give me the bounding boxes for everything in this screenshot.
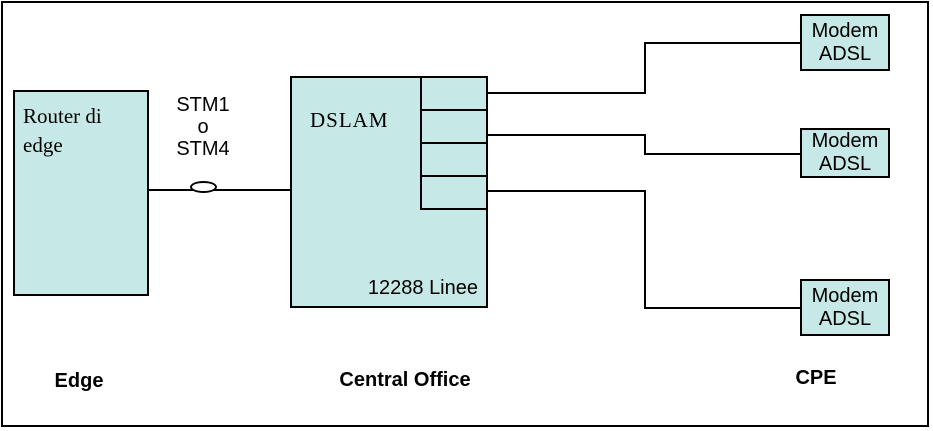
modem1-label-line1: Modem [811, 19, 879, 42]
stm-link-label-line2: o [197, 116, 209, 138]
wire-dslam-modem3-seg2 [644, 190, 646, 309]
modem2-label-line2: ADSL [818, 153, 872, 175]
wire-router-dslam [147, 189, 292, 191]
wire-dslam-modem3-seg3 [644, 307, 800, 309]
wire-dslam-modem2-seg3 [644, 153, 800, 155]
modem2-label-line1: Modem [811, 130, 879, 152]
wire-dslam-modem1-seg2 [644, 42, 646, 94]
modem-adsl-node-3: Modem ADSL [800, 279, 890, 336]
dslam-capacity-label: 12288 Linee [367, 277, 478, 299]
stm-link-label: STM1 o STM4 [160, 95, 246, 161]
wire-dslam-modem1-seg1 [486, 92, 646, 94]
modem3-label-line2: ADSL [818, 307, 872, 330]
router-label-line1: Router di [23, 104, 102, 128]
dslam-port-box-3 [420, 142, 488, 177]
modem-adsl-node-1: Modem ADSL [800, 14, 890, 71]
wire-dslam-modem3-seg1 [486, 190, 646, 192]
modem-adsl-node-2: Modem ADSL [800, 128, 890, 178]
dslam-port-box-4 [420, 175, 488, 210]
stm-link-label-line1: STM1 [176, 94, 230, 116]
wire-dslam-modem1-seg3 [644, 42, 800, 44]
dslam-port-box-1 [420, 76, 488, 111]
router-edge-node: Router di edge [13, 90, 149, 296]
modem3-label-line1: Modem [811, 284, 879, 307]
fiber-link-ellipse-icon [190, 181, 217, 193]
stm-link-label-line3: STM4 [176, 138, 230, 160]
wire-dslam-modem2-seg1 [486, 134, 646, 136]
router-label-line2: edge [23, 133, 63, 157]
zone-label-edge: Edge [54, 370, 104, 392]
modem1-label-line2: ADSL [818, 42, 872, 65]
dslam-port-box-2 [420, 109, 488, 144]
dslam-label: DSLAM [310, 108, 389, 132]
wire-dslam-modem2-seg2 [644, 134, 646, 155]
zone-label-cpe: CPE [795, 367, 837, 389]
zone-label-central-office: Central Office [339, 369, 471, 391]
